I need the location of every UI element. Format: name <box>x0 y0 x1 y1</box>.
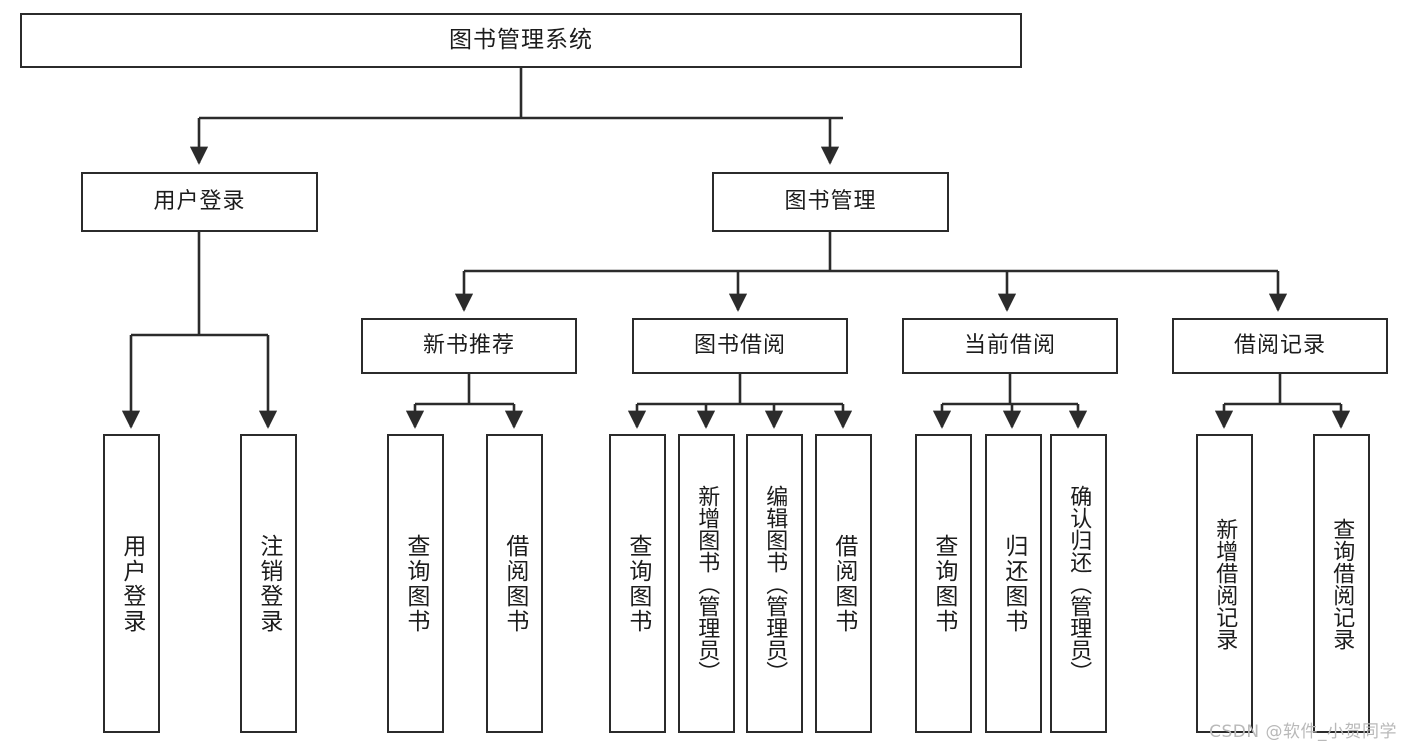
node-label: 查询图书 <box>930 533 957 634</box>
leaf-borrow-add-book-admin[interactable]: 新增图书（管理员） <box>678 434 735 733</box>
node-label: 注销登录 <box>255 533 282 634</box>
leaf-recommend-query-book[interactable]: 查询图书 <box>387 434 444 733</box>
node-label: 新增借阅记录 <box>1212 517 1238 650</box>
leaf-borrow-query-book[interactable]: 查询图书 <box>609 434 666 733</box>
node-label: 查询图书 <box>402 533 429 634</box>
node-book-borrow[interactable]: 图书借阅 <box>632 318 848 374</box>
node-label: 借阅图书 <box>501 533 528 634</box>
node-label: 图书管理系统 <box>449 26 593 53</box>
leaf-current-confirm-return-admin[interactable]: 确认归还（管理员） <box>1050 434 1107 733</box>
node-current-borrow[interactable]: 当前借阅 <box>902 318 1118 374</box>
node-label: 图书管理 <box>784 188 877 214</box>
leaf-user-login-signin[interactable]: 用户登录 <box>103 434 160 733</box>
node-book-management[interactable]: 图书管理 <box>712 172 949 232</box>
node-borrow-record[interactable]: 借阅记录 <box>1172 318 1388 374</box>
leaf-current-query-book[interactable]: 查询图书 <box>915 434 972 733</box>
node-new-book-recommend[interactable]: 新书推荐 <box>361 318 577 374</box>
node-label: 归还图书 <box>1000 533 1027 634</box>
node-label: 图书借阅 <box>693 332 786 358</box>
node-root-system[interactable]: 图书管理系统 <box>20 13 1022 68</box>
node-label: 新增图书（管理员） <box>694 484 720 683</box>
leaf-record-add-record[interactable]: 新增借阅记录 <box>1196 434 1253 733</box>
node-label: 查询借阅记录 <box>1329 517 1355 650</box>
node-user-login[interactable]: 用户登录 <box>81 172 318 232</box>
node-label: 用户登录 <box>153 188 246 214</box>
node-label: 编辑图书（管理员） <box>762 484 788 683</box>
node-label: 用户登录 <box>118 533 145 634</box>
node-label: 借阅图书 <box>830 533 857 634</box>
leaf-current-return-book[interactable]: 归还图书 <box>985 434 1042 733</box>
csdn-watermark: CSDN @软件_小贺同学 <box>1209 722 1397 742</box>
node-label: 查询图书 <box>624 533 651 634</box>
leaf-recommend-borrow-book[interactable]: 借阅图书 <box>486 434 543 733</box>
node-label: 当前借阅 <box>963 332 1056 358</box>
node-label: 借阅记录 <box>1233 332 1326 358</box>
node-label: 新书推荐 <box>422 332 515 358</box>
leaf-record-query-record[interactable]: 查询借阅记录 <box>1313 434 1370 733</box>
leaf-borrow-borrow-book[interactable]: 借阅图书 <box>815 434 872 733</box>
leaf-borrow-edit-book-admin[interactable]: 编辑图书（管理员） <box>746 434 803 733</box>
leaf-user-login-signout[interactable]: 注销登录 <box>240 434 297 733</box>
node-label: 确认归还（管理员） <box>1066 484 1092 683</box>
